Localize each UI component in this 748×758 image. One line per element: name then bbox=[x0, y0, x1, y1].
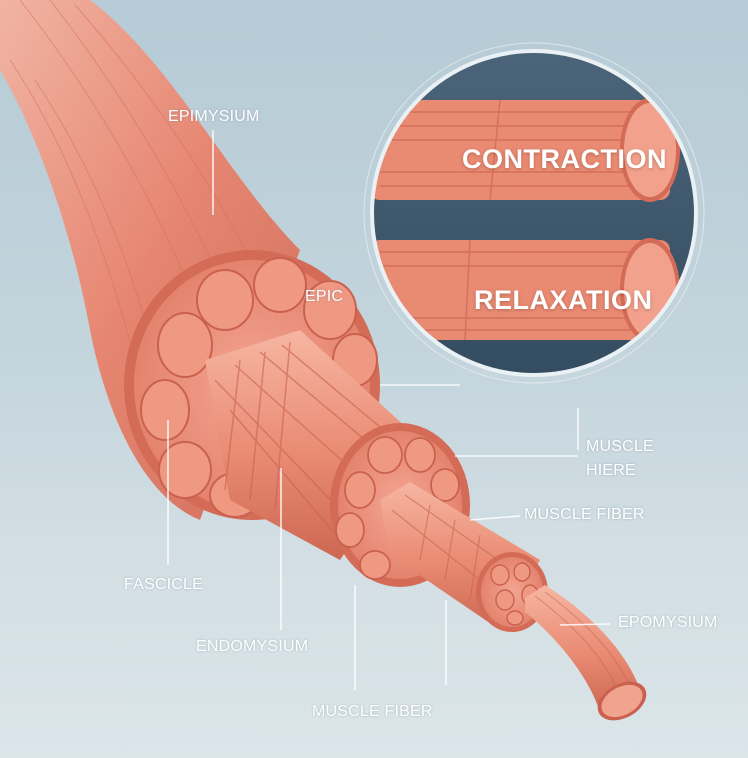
label-muscle-fiber-upper: MUSCLE FIBER bbox=[524, 506, 645, 523]
label-epic: EPIC bbox=[305, 288, 344, 305]
leader-lines bbox=[167, 130, 611, 690]
myofibril-tail bbox=[525, 585, 640, 712]
label-endomysium: ENDOMYSIUM bbox=[196, 638, 309, 655]
label-muscle-hiere-line2: HIERE bbox=[586, 462, 636, 479]
label-epomysium: EPOMYSIUM bbox=[618, 614, 718, 631]
label-contraction: CONTRACTION bbox=[462, 144, 667, 174]
label-relaxation: RELAXATION bbox=[474, 285, 653, 315]
label-muscle-fiber-lower: MUSCLE FIBER bbox=[312, 703, 433, 720]
label-epimysium: EPIMYSIUM bbox=[168, 108, 260, 125]
inset-border bbox=[370, 49, 698, 377]
label-muscle-hiere-line1: MUSCLE bbox=[586, 438, 654, 455]
belly-striations bbox=[9, 0, 251, 401]
inset-circle bbox=[372, 51, 696, 375]
label-fascicle: FASCICLE bbox=[124, 576, 203, 593]
